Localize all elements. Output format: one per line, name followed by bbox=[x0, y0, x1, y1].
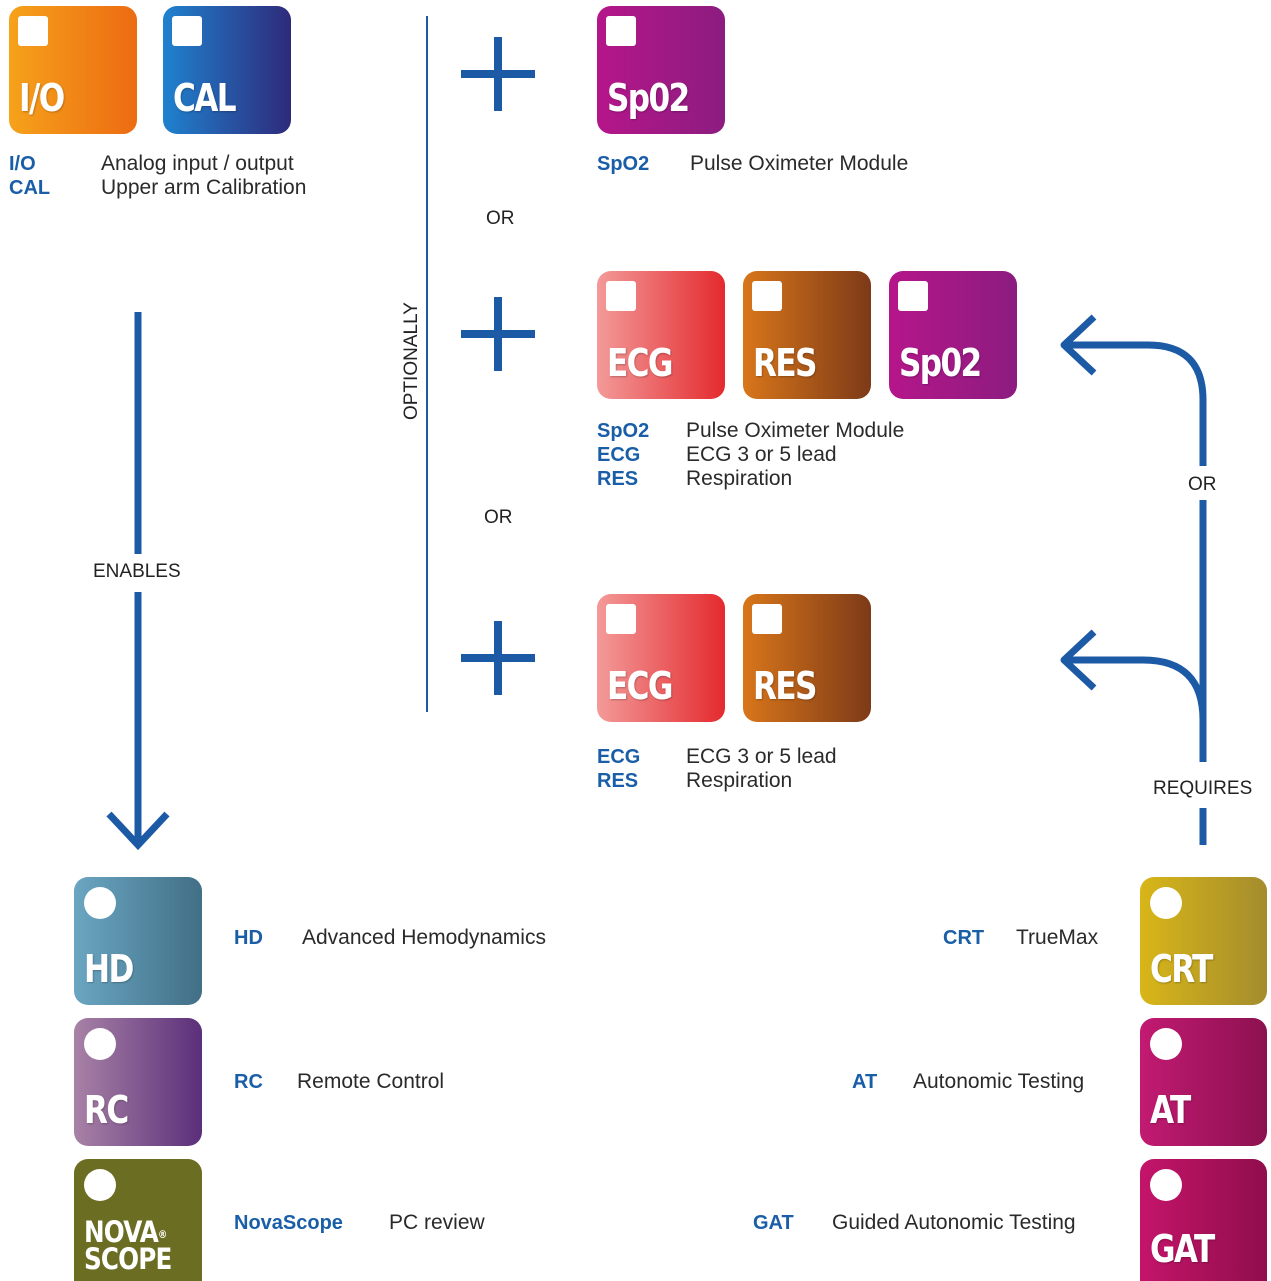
plus-icon bbox=[461, 621, 535, 695]
enables-label: ENABLES bbox=[93, 561, 181, 582]
legend-desc: Upper arm Calibration bbox=[101, 176, 307, 199]
module-marker-circle bbox=[84, 1169, 116, 1201]
legend-desc: TrueMax bbox=[1016, 926, 1099, 949]
cal-module-tile: CAL bbox=[163, 6, 291, 134]
tile-label-line2: SCOPE bbox=[84, 1242, 172, 1276]
tile-label: AT bbox=[1150, 1088, 1191, 1132]
tile-label: RES bbox=[753, 341, 817, 385]
tile-label-line1: NOVA bbox=[84, 1215, 159, 1249]
rc-module-tile: RC bbox=[74, 1018, 202, 1146]
crt-module-tile: CRT bbox=[1140, 877, 1267, 1005]
io-module-tile: I/O bbox=[9, 6, 137, 134]
optionally-label: OPTIONALLY bbox=[401, 302, 422, 420]
module-marker-circle bbox=[1150, 1169, 1182, 1201]
legend-desc: Guided Autonomic Testing bbox=[832, 1211, 1076, 1234]
legend-desc: Respiration bbox=[686, 769, 793, 792]
tile-label: RES bbox=[753, 664, 817, 708]
ecg-module-tile: ECG bbox=[597, 594, 725, 722]
tile-label: HD bbox=[84, 947, 134, 991]
tile-label: NOVA® SCOPE bbox=[84, 1218, 172, 1276]
tile-label: Sp02 bbox=[899, 341, 982, 385]
module-marker-square bbox=[606, 281, 636, 311]
arrow-down-icon bbox=[106, 312, 170, 851]
tile-label: ECG bbox=[607, 664, 673, 708]
legend-code: I/O bbox=[9, 153, 36, 175]
legend-desc: ECG 3 or 5 lead bbox=[686, 745, 837, 768]
legend-desc: Analog input / output bbox=[101, 152, 294, 175]
module-marker-circle bbox=[84, 1028, 116, 1060]
legend-desc: Pulse Oximeter Module bbox=[690, 152, 909, 175]
legend-code: CRT bbox=[943, 927, 985, 949]
res-module-tile: RES bbox=[743, 594, 871, 722]
novascope-module-tile: NOVA® SCOPE bbox=[74, 1159, 202, 1281]
module-marker-circle bbox=[1150, 887, 1182, 919]
tile-label: I/O bbox=[19, 76, 65, 120]
tile-label: CRT bbox=[1150, 947, 1213, 991]
legend-code: GAT bbox=[753, 1212, 794, 1234]
legend-code: SpO2 bbox=[597, 153, 650, 175]
or-label: OR bbox=[484, 507, 513, 528]
legend-code: ECG bbox=[597, 746, 641, 768]
spo2-module-tile: Sp02 bbox=[889, 271, 1017, 399]
legend-desc: Pulse Oximeter Module bbox=[686, 419, 905, 442]
legend-desc: ECG 3 or 5 lead bbox=[686, 443, 837, 466]
res-module-tile: RES bbox=[743, 271, 871, 399]
plus-icon bbox=[461, 37, 535, 111]
spo2-module-tile: Sp02 bbox=[597, 6, 725, 134]
legend-code: RES bbox=[597, 770, 639, 792]
legend-code: RES bbox=[597, 468, 639, 490]
module-marker-square bbox=[752, 604, 782, 634]
legend-code: AT bbox=[852, 1071, 878, 1093]
legend-desc: Advanced Hemodynamics bbox=[302, 926, 546, 949]
ecg-module-tile: ECG bbox=[597, 271, 725, 399]
legend-code: ECG bbox=[597, 444, 641, 466]
gat-module-tile: GAT bbox=[1140, 1159, 1267, 1281]
module-marker-square bbox=[606, 16, 636, 46]
module-marker-circle bbox=[1150, 1028, 1182, 1060]
at-module-tile: AT bbox=[1140, 1018, 1267, 1146]
module-marker-square bbox=[18, 16, 48, 46]
tile-label: CAL bbox=[173, 76, 237, 120]
legend-code: SpO2 bbox=[597, 420, 650, 442]
tile-label: ECG bbox=[607, 341, 673, 385]
legend-code: CAL bbox=[9, 177, 51, 199]
module-marker-circle bbox=[84, 887, 116, 919]
legend-code: NovaScope bbox=[234, 1212, 343, 1234]
plus-icon bbox=[461, 297, 535, 371]
legend-desc: Autonomic Testing bbox=[913, 1070, 1085, 1093]
module-marker-square bbox=[606, 604, 636, 634]
hd-module-tile: HD bbox=[74, 877, 202, 1005]
arrow-left-icon bbox=[1060, 314, 1207, 845]
legend-code: RC bbox=[234, 1071, 263, 1093]
module-marker-square bbox=[898, 281, 928, 311]
or-label: OR bbox=[1188, 474, 1217, 495]
tile-label: RC bbox=[84, 1088, 129, 1132]
or-label: OR bbox=[486, 208, 515, 229]
legend-desc: PC review bbox=[389, 1211, 485, 1234]
tile-label: Sp02 bbox=[607, 76, 690, 120]
legend-desc: Remote Control bbox=[297, 1070, 445, 1093]
registered-mark: ® bbox=[158, 1228, 167, 1241]
tile-label: GAT bbox=[1150, 1227, 1215, 1271]
module-marker-square bbox=[752, 281, 782, 311]
legend-code: HD bbox=[234, 927, 263, 949]
requires-label: REQUIRES bbox=[1153, 778, 1253, 799]
legend-desc: Respiration bbox=[686, 467, 793, 490]
module-marker-square bbox=[172, 16, 202, 46]
